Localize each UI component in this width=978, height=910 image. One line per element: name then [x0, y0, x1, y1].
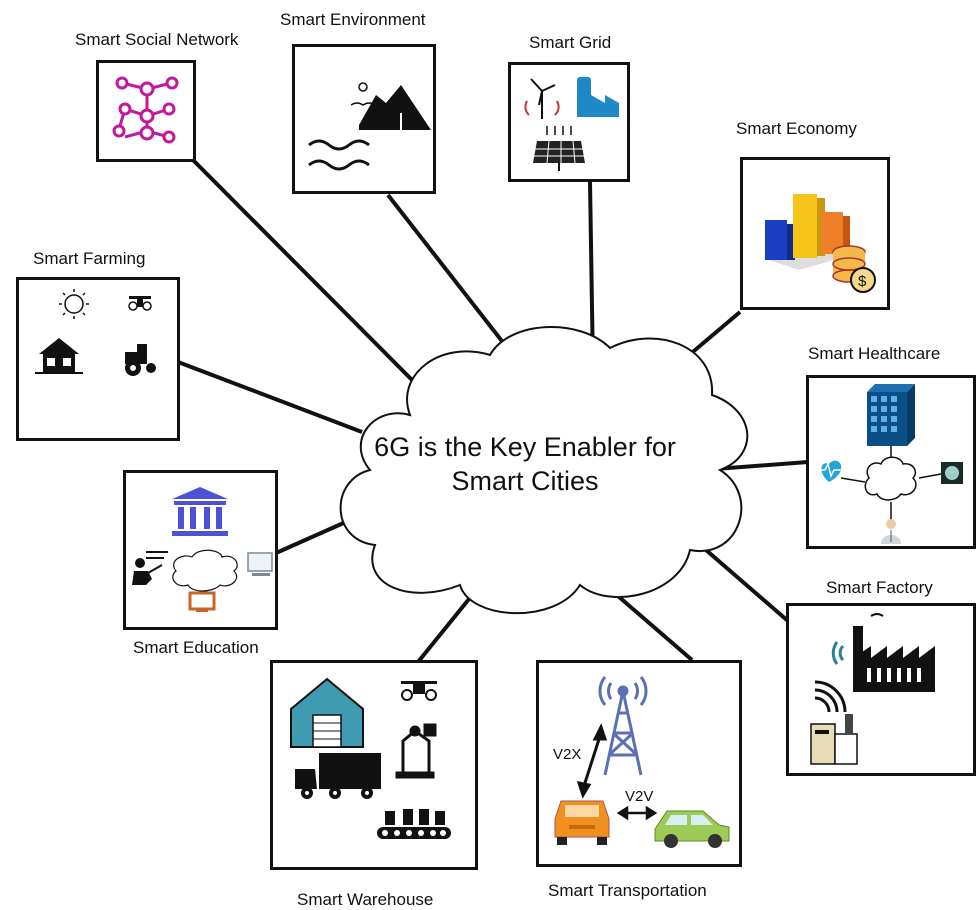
label-smart-grid: Smart Grid — [529, 33, 612, 52]
solar-panel-icon — [533, 126, 585, 171]
label-smart-farming: Smart Farming — [33, 249, 146, 268]
v2x-arrow-icon — [576, 723, 608, 799]
energy-grid-icon — [524, 77, 619, 171]
box-smart-grid — [508, 62, 630, 182]
green-car-icon — [654, 810, 730, 848]
label-smart-environment: Smart Environment — [280, 10, 426, 29]
box-smart-warehouse — [270, 660, 478, 870]
box-smart-factory — [786, 603, 976, 776]
box-smart-healthcare — [806, 375, 976, 549]
bank-icon — [172, 487, 228, 536]
connector-social — [191, 158, 422, 390]
factory-building-icon — [853, 613, 935, 692]
central-cloud — [339, 326, 749, 615]
heart-icon — [821, 460, 842, 482]
label-smart-healthcare: Smart Healthcare — [808, 344, 941, 363]
laptop-computer-icon — [188, 591, 216, 612]
box-smart-farming — [16, 277, 180, 441]
truck-icon — [295, 753, 381, 799]
label-smart-social-network: Smart Social Network — [75, 30, 239, 49]
drone-icon — [401, 681, 437, 701]
label-smart-factory: Smart Factory — [826, 578, 933, 597]
conveyor-belt-icon — [377, 809, 451, 839]
label-smart-economy: Smart Economy — [736, 119, 857, 138]
cell-tower-icon — [598, 676, 648, 776]
center-title-line1: 6G is the Key Enabler for — [374, 432, 676, 462]
wind-turbine-icon — [524, 78, 560, 119]
sun-icon — [59, 289, 89, 319]
connectors — [177, 158, 809, 664]
tractor-icon — [125, 344, 156, 376]
box-smart-economy: $ — [740, 157, 890, 310]
factory-icon — [577, 77, 619, 117]
drone-icon — [128, 296, 152, 311]
farming-icons — [35, 289, 156, 376]
mountain-water-icon — [308, 82, 431, 171]
factory-icons — [810, 613, 935, 765]
v2x-label: V2X — [553, 746, 581, 763]
center-title-line2: Smart Cities — [451, 466, 599, 496]
orange-car-icon — [554, 800, 610, 845]
box-smart-environment — [292, 44, 436, 194]
brain-scan-icon — [941, 462, 963, 484]
box-smart-transportation: V2X V2V — [536, 660, 742, 867]
box-smart-education — [123, 470, 278, 630]
label-smart-transportation: Smart Transportation — [548, 881, 707, 900]
healthcare-network-icon — [817, 384, 963, 544]
connector-factory — [704, 548, 790, 623]
connector-transportation — [609, 588, 694, 662]
connector-farming — [177, 360, 363, 434]
center-title: 6G is the Key Enabler for Smart Cities — [330, 430, 720, 498]
bar-chart-coin-icon: $ — [763, 194, 876, 293]
warehouse-building-icon — [290, 677, 364, 748]
wifi-icon — [831, 641, 845, 665]
doctor-icon — [881, 519, 901, 544]
teacher-icon — [132, 551, 168, 585]
warehouse-icons — [290, 677, 451, 839]
mini-cloud-icon — [172, 549, 238, 592]
small-factory-icon — [810, 714, 858, 765]
coin-stack-icon: $ — [832, 245, 876, 293]
barn-icon — [35, 338, 83, 374]
v2v-arrow-icon — [616, 805, 658, 821]
desktop-computer-icon — [247, 552, 273, 576]
social-network-icon — [112, 76, 179, 144]
mini-cloud-icon — [864, 456, 917, 501]
label-smart-education: Smart Education — [133, 638, 259, 657]
svg-text:$: $ — [858, 273, 867, 290]
wifi-icon-2 — [814, 680, 847, 713]
v2v-label: V2V — [625, 788, 653, 805]
transportation-icons: V2X V2V — [553, 676, 730, 848]
label-smart-warehouse: Smart Warehouse — [297, 890, 434, 909]
box-smart-social-network — [96, 60, 196, 162]
robot-arm-icon — [395, 723, 437, 779]
hospital-building-icon — [867, 384, 915, 446]
education-icons — [132, 487, 273, 612]
connector-environment — [386, 193, 507, 347]
